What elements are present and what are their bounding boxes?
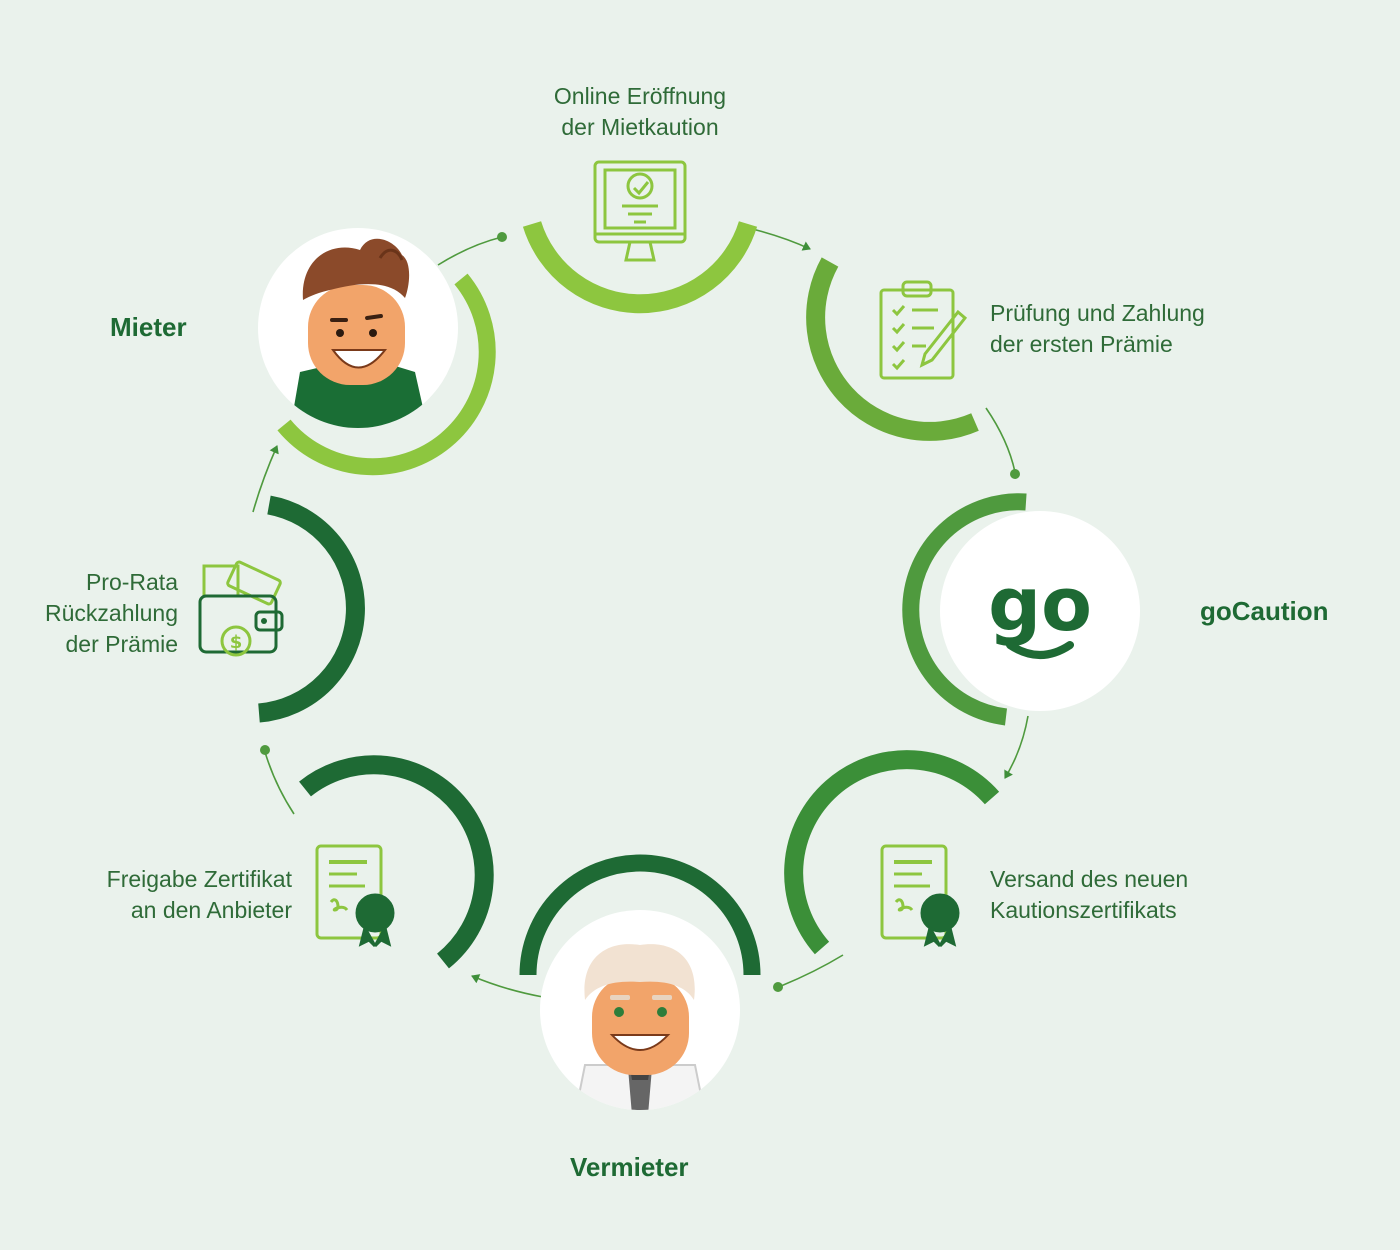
svg-text:$: $ (230, 632, 243, 653)
connector-dot (497, 232, 507, 242)
computer-monitor-icon (593, 160, 687, 262)
connector-review-to-company (985, 407, 1016, 473)
tenant-avatar (258, 228, 458, 428)
step-label-line: Freigabe Zertifikat (106, 866, 292, 892)
company-label: goCaution (1200, 596, 1329, 626)
connector-dot (260, 745, 270, 755)
certificate-icon (315, 844, 395, 948)
connector-landlord-to-release (471, 974, 544, 998)
arc-review-payment (806, 257, 979, 441)
logo-wordmark: go (988, 562, 1092, 648)
clipboard-checklist-icon (879, 280, 968, 380)
step-label-line: Prüfung und Zahlung (990, 300, 1205, 326)
step-release-certificate-label: Freigabe Zertifikat an den Anbieter (20, 864, 292, 926)
step-label-line: der ersten Prämie (990, 331, 1173, 357)
step-online-opening-label: Online Eröffnung der Mietkaution (500, 81, 780, 143)
landlord-avatar (540, 910, 740, 1110)
arc-send-certificate (784, 750, 1000, 955)
step-label-line: der Prämie (65, 631, 178, 657)
ring-tenant (277, 273, 496, 476)
ring-landlord (519, 854, 761, 976)
ring-company (902, 493, 1027, 726)
step-label-line: an den Anbieter (130, 897, 292, 923)
gocaution-logo: go (940, 511, 1140, 711)
connector-release-to-refund (264, 751, 295, 815)
step-label-line: Pro-Rata (85, 569, 178, 595)
connector-tenant-to-opening (437, 236, 503, 266)
connector-refund-to-tenant (252, 445, 279, 513)
connector-company-to-send (1004, 715, 1029, 779)
logo-circle (940, 511, 1140, 711)
step-label-line: der Mietkaution (561, 114, 719, 140)
arc-release-certificate (299, 755, 494, 969)
connector-dot (773, 982, 783, 992)
step-label-line: Kautionszertifikats (990, 897, 1177, 923)
arc-online-opening (522, 221, 758, 314)
step-arcs (258, 221, 1000, 969)
connectors (252, 225, 1029, 998)
step-prorata-refund-label: Pro-Rata Rückzahlung der Prämie (10, 567, 178, 660)
landlord-label: Vermieter (570, 1152, 689, 1182)
wallet-money-icon: $ (198, 560, 284, 657)
step-label-line: Versand des neuen (990, 866, 1189, 892)
step-send-certificate-label: Versand des neuen Kautionszertifikats (990, 864, 1290, 926)
step-label-line: Rückzahlung (45, 600, 178, 626)
step-label-line: Online Eröffnung (553, 83, 727, 109)
arc-prorata-refund (258, 495, 365, 723)
step-review-payment-label: Prüfung und Zahlung der ersten Prämie (990, 298, 1290, 360)
certificate-icon (880, 844, 960, 948)
tenant-label: Mieter (110, 312, 187, 342)
connector-send-to-landlord (780, 954, 844, 987)
connector-dot (1010, 469, 1020, 479)
